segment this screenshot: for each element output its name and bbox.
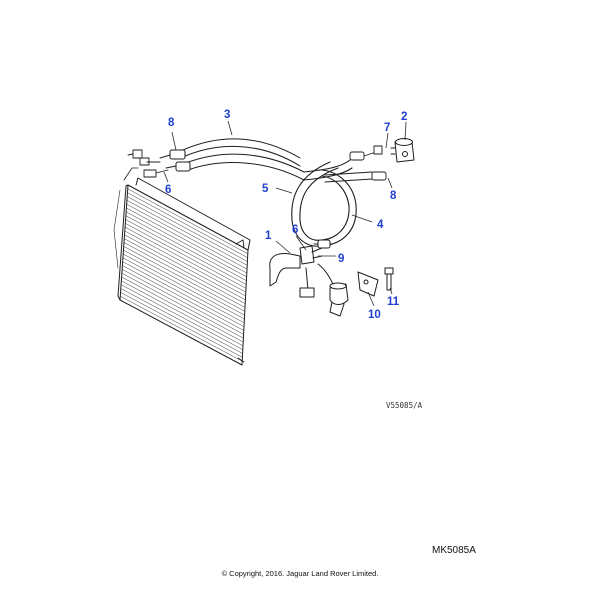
- leader-lines: [163, 120, 407, 307]
- condenser-fin-line: [126, 196, 248, 262]
- callout-1: 1: [265, 230, 272, 242]
- condenser-fin-line: [127, 192, 248, 258]
- receiver-drier-connections: [324, 145, 387, 183]
- condenser-fin-line: [124, 226, 247, 293]
- callout-8-right: 8: [390, 190, 397, 202]
- condenser-fin-line: [126, 207, 248, 274]
- condenser-fittings: [127, 149, 169, 178]
- condenser-fin-line: [124, 234, 246, 301]
- bolt: [384, 267, 394, 291]
- condenser-fin-line: [120, 292, 243, 358]
- condenser-fin-line: [121, 269, 244, 335]
- callout-7: 7: [384, 122, 390, 134]
- condenser-fin-line: [120, 295, 243, 362]
- condenser-fin-line: [123, 242, 246, 308]
- condenser-fin-line: [125, 215, 247, 281]
- callout-6-top: 6: [292, 224, 298, 236]
- condenser-fin-line: [125, 219, 247, 285]
- condenser-fin-line: [121, 280, 244, 347]
- callout-8-left: 8: [168, 117, 175, 129]
- condenser-radiator: [113, 167, 251, 366]
- copyright-notice: © Copyright, 2016. Jaguar Land Rover Lim…: [221, 569, 379, 578]
- callout-10: 10: [368, 309, 381, 321]
- hose-upper-pair: [159, 138, 305, 181]
- condenser-fin-line: [123, 249, 245, 316]
- condenser-fin-line: [121, 272, 244, 339]
- illustration-reference-code: V55085/A: [386, 401, 423, 410]
- condenser-fin-line: [122, 265, 245, 331]
- condenser-fin-line: [125, 211, 247, 278]
- callout-5: 5: [262, 183, 269, 195]
- callout-4: 4: [377, 219, 384, 231]
- condenser-fin-line: [120, 288, 243, 354]
- condenser-fin-line: [122, 257, 245, 324]
- condenser-fin-line: [125, 223, 247, 289]
- receiver-drier: [390, 138, 415, 163]
- condenser-fin-line: [121, 276, 244, 343]
- callout-labels: 8 3 2 7 5 4 1 6 6 8 9 10 11: [165, 109, 407, 321]
- condenser-fin-line: [124, 230, 246, 297]
- condenser-fin-line: [120, 284, 244, 350]
- condenser-fin-line: [127, 188, 249, 255]
- condenser-fin-line: [126, 200, 248, 266]
- condenser-fin-line: [126, 203, 248, 270]
- callout-3: 3: [224, 109, 230, 121]
- callout-2: 2: [401, 111, 407, 123]
- callout-9: 9: [338, 253, 344, 265]
- mounting-plate: [357, 271, 379, 297]
- condenser-fin-line: [122, 261, 245, 327]
- expansion-valve-assembly: [269, 239, 349, 317]
- callout-11: 11: [387, 296, 400, 308]
- condenser-fin-line: [123, 246, 246, 312]
- condenser-fins: [120, 188, 249, 362]
- hose-loop: [291, 159, 357, 247]
- callout-6-left: 6: [165, 184, 171, 196]
- condenser-fin-line: [124, 238, 246, 304]
- catalog-code: MK5085A: [432, 545, 476, 556]
- condenser-fin-line: [122, 253, 245, 320]
